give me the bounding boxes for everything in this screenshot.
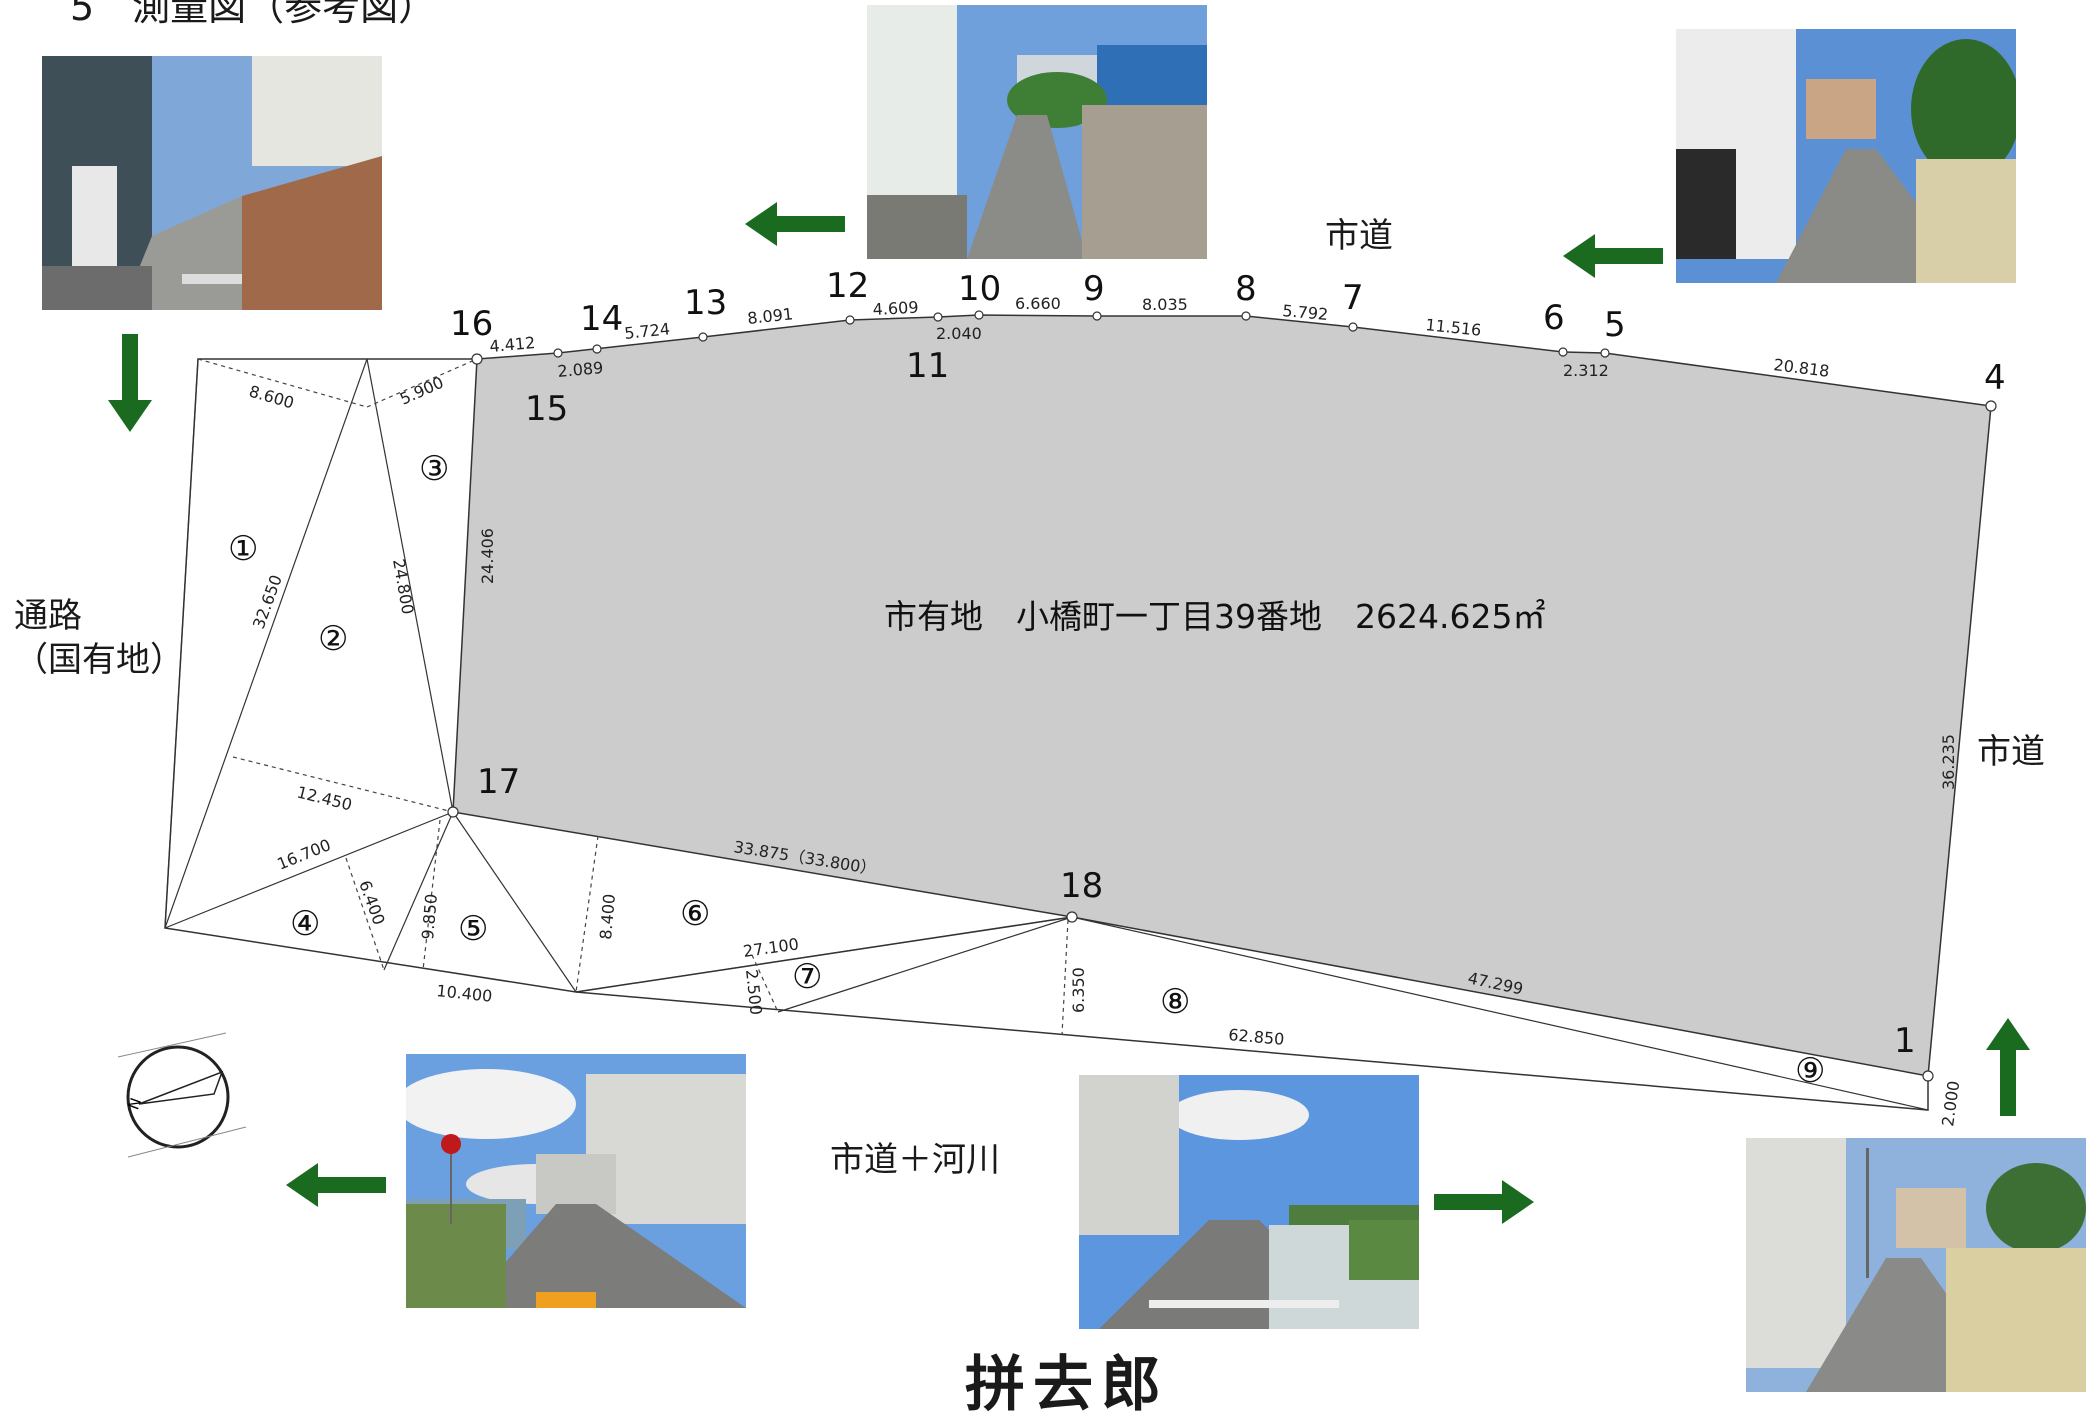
dim-17-16: 24.406 — [478, 528, 497, 584]
triangulation-lines — [164, 358, 1929, 1111]
arrow-up-icon — [1986, 1018, 2030, 1116]
dim-15-14: 2.089 — [557, 358, 604, 381]
dim-8-7: 5.792 — [1282, 301, 1329, 324]
parcel-5: ⑤ — [458, 909, 488, 949]
point-6: 6 — [1543, 298, 1565, 338]
dim-12-11: 4.609 — [872, 298, 919, 319]
parcel-6: ⑥ — [680, 894, 710, 934]
arrow-left-icon — [745, 202, 845, 246]
point-10: 10 — [958, 269, 1001, 309]
compass-icon: N — [117, 1032, 247, 1158]
point-18: 18 — [1060, 866, 1103, 906]
dim-t6-h: 8.400 — [596, 893, 619, 940]
dim-t5-h: 9.850 — [418, 893, 441, 940]
road-label-right: 市道 — [1977, 732, 2045, 772]
photo-bottom-right — [1746, 1138, 2086, 1392]
dim-6-5: 2.312 — [1563, 361, 1609, 380]
parcel-1: ① — [228, 529, 258, 569]
point-1: 1 — [1894, 1021, 1916, 1061]
dim-14-13: 5.724 — [623, 319, 671, 343]
point-17: 17 — [477, 762, 520, 802]
dim-9-8: 8.035 — [1142, 295, 1188, 314]
photo-top-center — [867, 5, 1207, 259]
bottom-banner-text: 拼去郎 — [965, 1350, 1169, 1420]
arrow-left-icon — [286, 1163, 386, 1207]
dim-bottom-long: 62.850 — [1228, 1025, 1285, 1049]
point-15: 15 — [525, 389, 568, 429]
photo-top-left — [42, 56, 382, 310]
point-11: 11 — [906, 346, 949, 386]
point-13: 13 — [684, 283, 727, 323]
parcel-title: 市有地 小橋町一丁目39番地 2624.625㎡ — [884, 597, 1545, 636]
dim-1-bottom: 2.000 — [1938, 1080, 1963, 1128]
dim-t4-h: 6.400 — [355, 878, 389, 928]
parcel-3: ③ — [419, 449, 449, 489]
dim-11-10: 2.040 — [936, 324, 982, 343]
point-8: 8 — [1235, 269, 1257, 309]
dim-t3-diag: 5.900 — [397, 373, 447, 409]
dim-t2-side: 24.800 — [389, 557, 417, 615]
photo-top-right — [1676, 29, 2016, 283]
photo-bottom-center — [1079, 1075, 1419, 1329]
boundary-markers — [447, 310, 1997, 1082]
road-label-left: 通路 （国有地） — [14, 596, 184, 680]
dim-t4-top: 12.450 — [295, 782, 354, 814]
dim-t1-diag: 8.600 — [247, 382, 296, 413]
page-heading: 5 測量図（参考図） — [70, 0, 437, 29]
parcel-8: ⑧ — [1160, 982, 1190, 1022]
parcel-4: ④ — [290, 904, 320, 944]
dim-4-1: 36.235 — [1939, 734, 1958, 790]
measurement-lines — [197, 358, 1069, 1036]
arrow-left-icon — [1563, 234, 1663, 278]
point-9: 9 — [1083, 269, 1105, 309]
point-16: 16 — [450, 304, 493, 344]
road-label-top: 市道 — [1325, 216, 1393, 256]
dim-t7-h: 2.500 — [742, 968, 766, 1016]
dim-16-15: 4.412 — [489, 333, 536, 356]
point-7: 7 — [1342, 278, 1364, 318]
point-4: 4 — [1984, 358, 2006, 398]
point-14: 14 — [580, 299, 623, 339]
road-label-bottom: 市道＋河川 — [830, 1140, 1000, 1180]
survey-plan: 16 15 14 13 12 11 10 9 8 7 6 5 4 1 17 18… — [117, 266, 2006, 1158]
point-12: 12 — [826, 266, 869, 306]
parcel-7: ⑦ — [792, 957, 822, 997]
dim-t4-diag: 16.700 — [274, 835, 333, 874]
point-5: 5 — [1604, 305, 1626, 345]
arrow-down-icon — [108, 334, 152, 432]
dim-t5-base: 10.400 — [436, 981, 494, 1006]
photo-bottom-left — [406, 1054, 746, 1308]
parcel-2: ② — [318, 619, 348, 659]
main-parcel-shape — [452, 314, 1992, 1077]
parcel-9: ⑨ — [1795, 1051, 1825, 1091]
dim-10-9: 6.660 — [1015, 294, 1061, 313]
dim-t8-h: 6.350 — [1069, 967, 1088, 1013]
dim-13-12: 8.091 — [746, 304, 794, 328]
arrow-right-icon — [1434, 1180, 1534, 1224]
